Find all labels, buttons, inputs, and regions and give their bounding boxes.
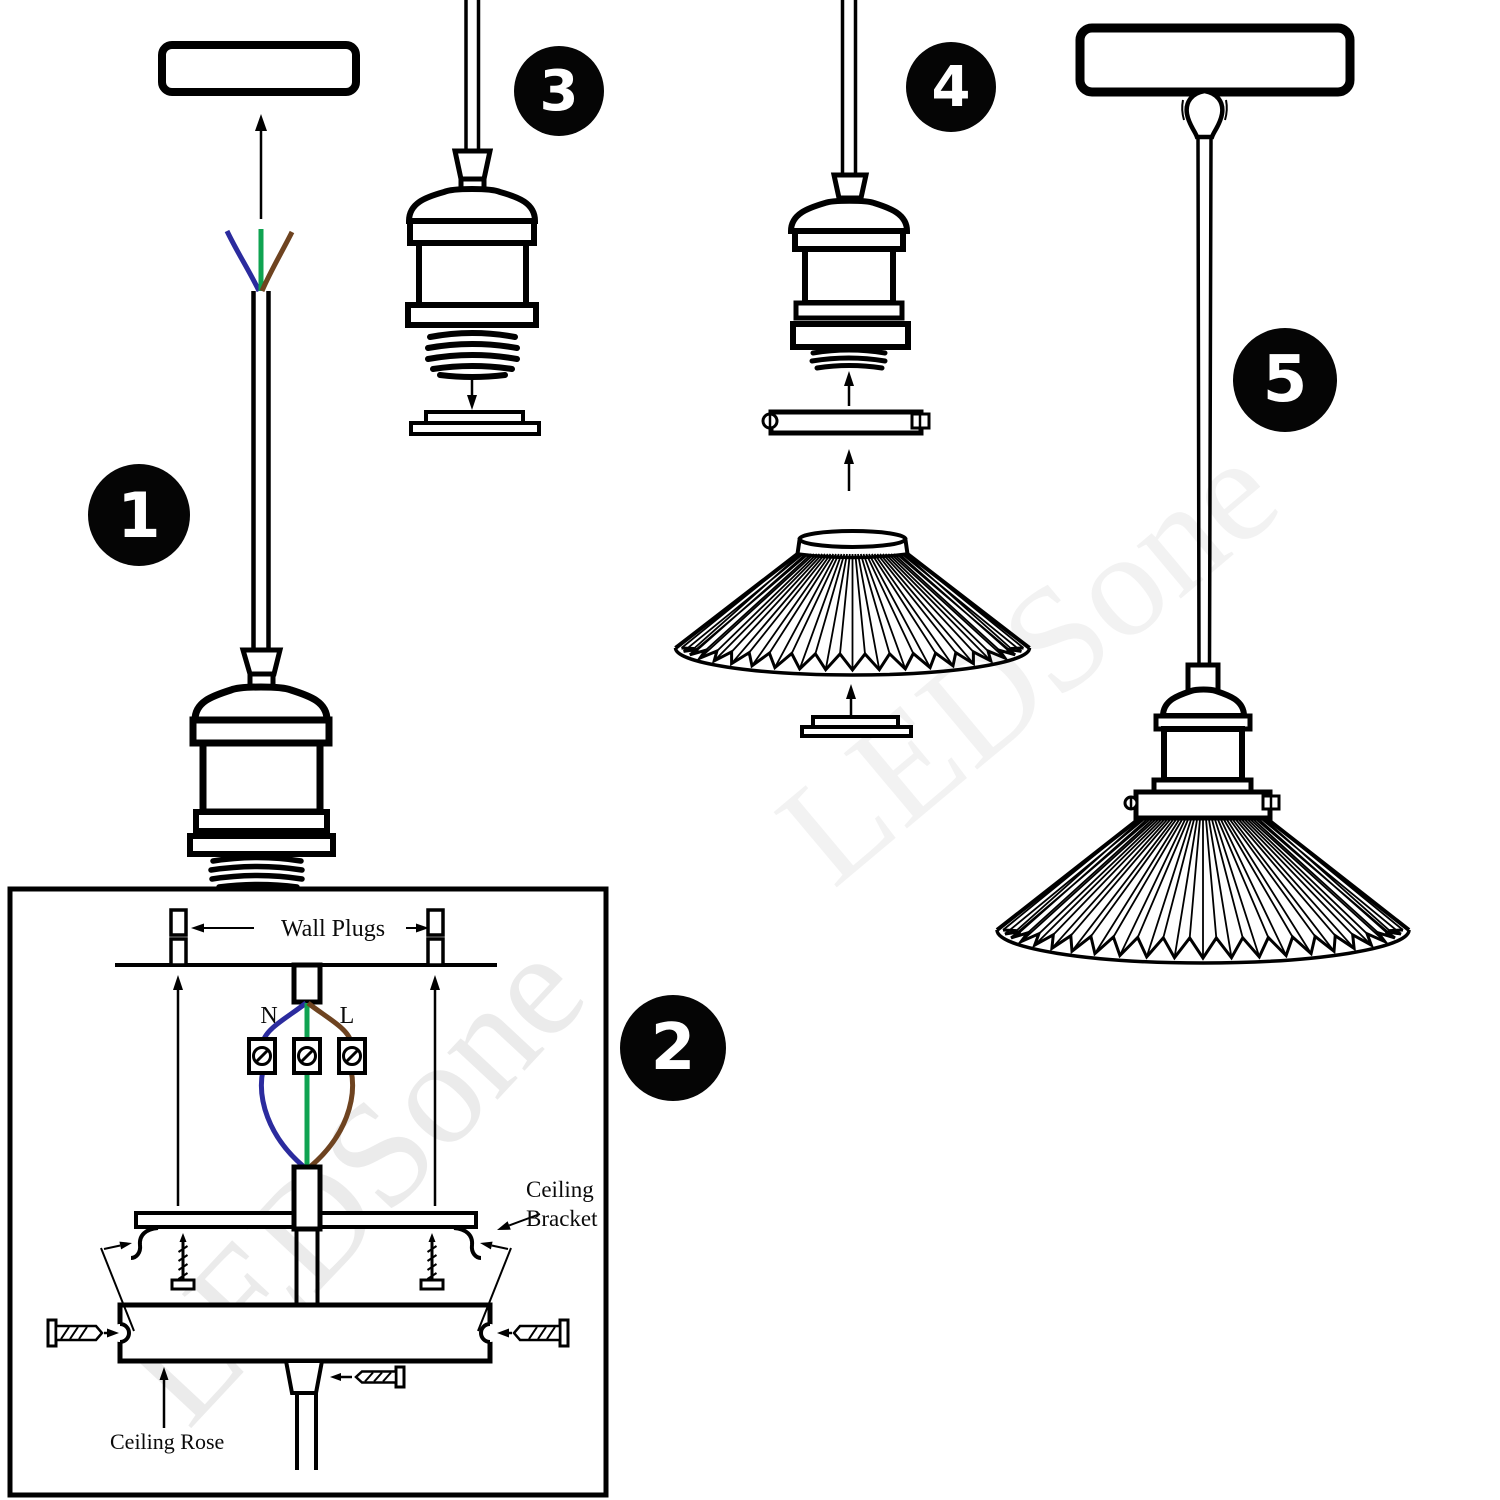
step-4-badge: 4 bbox=[906, 42, 996, 132]
pendant-cable bbox=[464, 0, 481, 151]
step-2-badge: 2 bbox=[620, 995, 726, 1101]
ring-screws bbox=[761, 412, 931, 430]
lamp-holder bbox=[405, 148, 539, 380]
wire-live bbox=[259, 230, 295, 292]
screw-threads bbox=[425, 330, 520, 380]
wire-neutral bbox=[224, 229, 262, 293]
assembly-arrows bbox=[844, 371, 856, 717]
cable-lower bbox=[291, 1164, 323, 1232]
lamp-holder bbox=[1123, 662, 1281, 821]
shade-ring-disc bbox=[800, 715, 913, 738]
ceiling-plate bbox=[158, 41, 360, 96]
step2-wiring-box: LEDSone bbox=[7, 886, 616, 1498]
ceiling-bracket-label: Ceiling Bracket bbox=[526, 1177, 598, 1231]
screw-threads bbox=[809, 347, 888, 371]
pendant-rod bbox=[1196, 136, 1213, 666]
ceiling-rose-label: Ceiling Rose bbox=[110, 1429, 225, 1454]
step3-figure bbox=[405, 0, 541, 436]
screw-threads bbox=[208, 854, 305, 890]
lamp-holder bbox=[787, 172, 911, 371]
pendant-cable bbox=[840, 0, 858, 175]
pleated-lampshade bbox=[673, 552, 1032, 677]
locking-ring bbox=[761, 409, 931, 436]
step4-figure bbox=[673, 0, 1032, 738]
neutral-label: N bbox=[260, 1003, 278, 1029]
cable-below-rose bbox=[295, 1393, 318, 1470]
wall-plugs-label: Wall Plugs bbox=[280, 916, 386, 942]
cord-grip bbox=[1184, 88, 1225, 140]
pleated-lampshade bbox=[995, 816, 1411, 965]
shade-ring-disc bbox=[409, 410, 541, 436]
terminal-screw-icon bbox=[252, 1046, 362, 1066]
bracket-hook-left bbox=[130, 1226, 159, 1260]
terminal-block bbox=[247, 1037, 367, 1075]
step-5-badge: 5 bbox=[1233, 328, 1337, 432]
pendant-cable bbox=[251, 291, 271, 650]
ceiling-plate bbox=[1075, 23, 1355, 97]
arrows-and-screws bbox=[46, 923, 570, 1428]
bracket-hook-right bbox=[453, 1226, 482, 1260]
step5-figure bbox=[995, 23, 1411, 965]
cable-entry bbox=[291, 962, 323, 1005]
lamp-holder bbox=[187, 647, 336, 890]
up-arrow-icon bbox=[255, 114, 267, 219]
live-label: L bbox=[339, 1003, 355, 1029]
step-3-badge: 3 bbox=[514, 46, 604, 136]
gallery-screws bbox=[1123, 794, 1281, 811]
step-1-badge: 1 bbox=[88, 464, 190, 566]
rose-cord-grip bbox=[283, 1359, 325, 1395]
step1-figure bbox=[158, 41, 360, 890]
down-arrow-icon bbox=[467, 376, 477, 410]
cord-wires bbox=[224, 229, 295, 293]
ceiling-rose-drawing bbox=[111, 1302, 499, 1470]
cable-to-rose bbox=[294, 1229, 320, 1305]
lampshade-neck-ring bbox=[795, 529, 910, 560]
